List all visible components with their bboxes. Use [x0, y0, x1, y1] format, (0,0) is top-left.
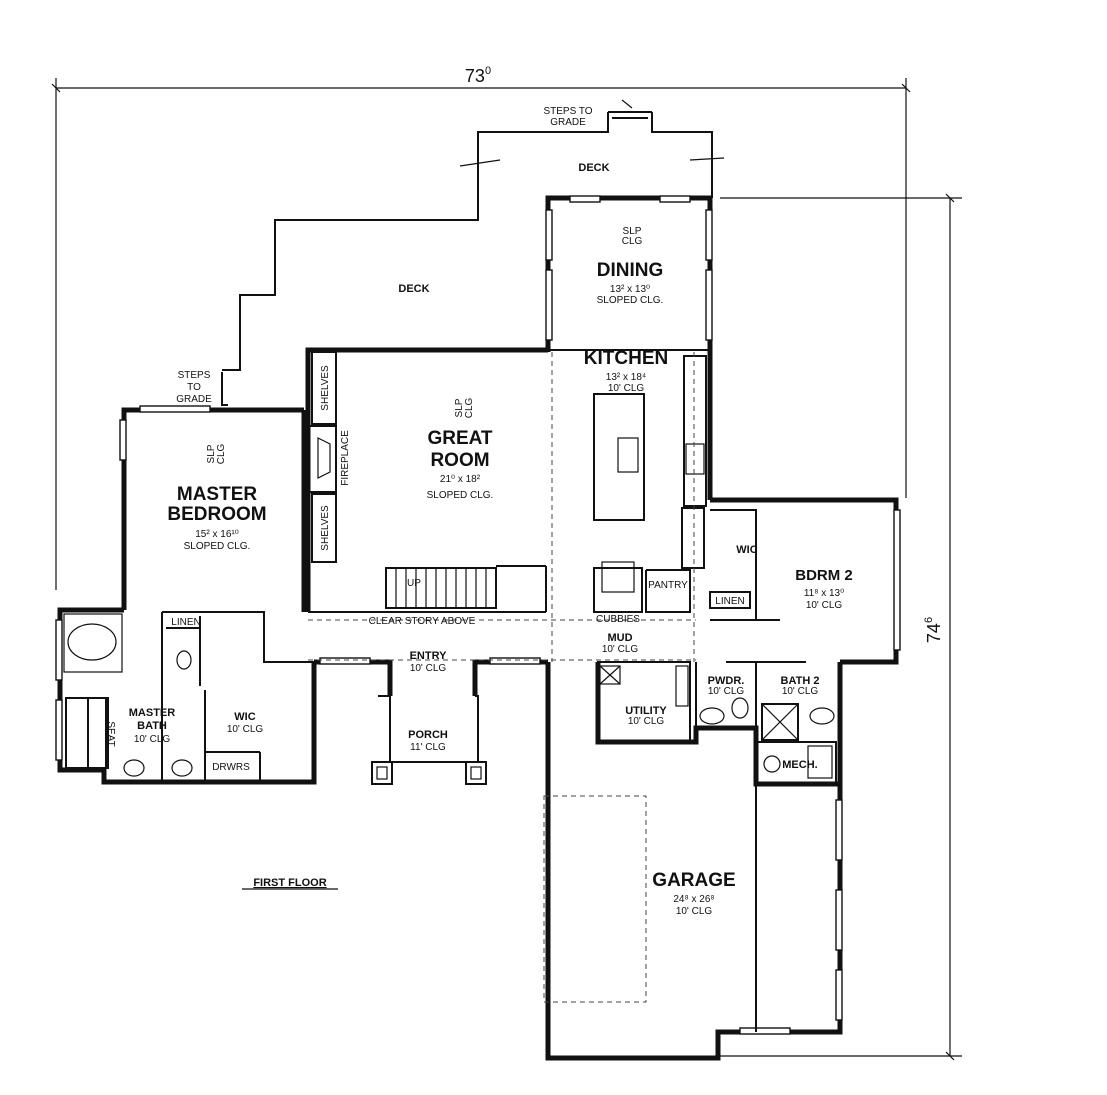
- great-room-clg: CLG: [464, 397, 475, 418]
- pantry-label: PANTRY: [648, 580, 688, 591]
- great-room-slp: SLP: [454, 398, 465, 417]
- deck-lower-label: DECK: [398, 283, 429, 295]
- mech-name: MECH.: [782, 759, 817, 771]
- wic-master-name: WIC: [234, 711, 255, 723]
- kitchen-size: 13² x 18⁴: [606, 372, 646, 383]
- dimension-width: 730: [51, 65, 911, 590]
- depth-sup: 6: [923, 617, 935, 623]
- steps-left-line3: GRADE: [176, 394, 212, 405]
- stair-up-label: UP: [407, 578, 421, 589]
- clear-story-label: CLEAR STORY ABOVE: [369, 616, 476, 627]
- porch-note: 11' CLG: [410, 742, 446, 753]
- bdrm2-note: 10' CLG: [806, 600, 843, 611]
- utility-name: UTILITY: [625, 705, 667, 717]
- wic-master-note: 10' CLG: [227, 724, 264, 735]
- deck-outline: [221, 99, 725, 406]
- bdrm2-size: 11⁸ x 13⁰: [804, 588, 844, 599]
- pwdr-name: PWDR.: [708, 675, 745, 687]
- shelves-top: SHELVES: [320, 365, 331, 411]
- garage-size: 24⁸ x 26⁸: [673, 894, 714, 905]
- bath2-note: 10' CLG: [782, 686, 819, 697]
- master-bath-name-1: MASTER: [129, 707, 176, 719]
- steps-left-line2: TO: [187, 382, 201, 393]
- master-bedroom-name-1: MASTER: [177, 484, 258, 505]
- bath2-name: BATH 2: [781, 675, 820, 687]
- dining-slp: SLP: [623, 226, 642, 237]
- steps-top-line2: GRADE: [550, 117, 586, 128]
- master-bedroom-note: SLOPED CLG.: [184, 541, 251, 552]
- porch-name: PORCH: [408, 729, 448, 741]
- great-room-note: SLOPED CLG.: [427, 490, 494, 501]
- floor-label: FIRST FLOOR: [253, 877, 326, 889]
- dining-note: SLOPED CLG.: [597, 295, 664, 306]
- pwdr-note: 10' CLG: [708, 686, 745, 697]
- wic-bdrm2-label: WIC: [736, 544, 757, 556]
- labels: DECK DECK STEPS TO GRADE STEPS TO GRADE …: [105, 106, 853, 917]
- fireplace-label: FIREPLACE: [340, 430, 351, 486]
- shelves-bottom: SHELVES: [320, 505, 331, 551]
- dining-size: 13² x 13⁰: [610, 284, 650, 295]
- garage-note: 10' CLG: [676, 906, 713, 917]
- stair-treads: [395, 568, 487, 608]
- great-room-name-1: GREAT: [427, 428, 492, 449]
- svg-text:746: 746: [923, 617, 944, 643]
- windows: [55, 195, 901, 1035]
- seat-label: SEAT: [105, 721, 116, 746]
- deck-upper-label: DECK: [578, 162, 609, 174]
- linen-bdrm2-label: LINEN: [715, 596, 744, 607]
- bdrm2-name: BDRM 2: [795, 567, 853, 584]
- kitchen-name: KITCHEN: [584, 348, 668, 369]
- master-bedroom-size: 15² x 16¹⁰: [195, 529, 238, 540]
- dimension-depth: 746: [720, 193, 962, 1061]
- linen-master-label: LINEN: [171, 617, 200, 628]
- depth-value: 74: [924, 623, 944, 643]
- great-room-size: 21⁰ x 18²: [440, 474, 481, 485]
- dining-clg: CLG: [622, 236, 643, 247]
- master-bedroom-slp: SLP: [206, 444, 217, 463]
- open-lines: [308, 352, 696, 662]
- master-bedroom-clg: CLG: [216, 443, 227, 464]
- cubbies-label: CUBBIES: [596, 614, 640, 625]
- width-value: 73: [465, 66, 485, 86]
- great-room-name-2: ROOM: [430, 450, 489, 471]
- kitchen-note: 10' CLG: [608, 383, 645, 394]
- steps-left-line1: STEPS: [178, 370, 211, 381]
- entry-name: ENTRY: [410, 650, 448, 662]
- utility-note: 10' CLG: [628, 716, 665, 727]
- drwrs-label: DRWRS: [212, 762, 250, 773]
- master-bath-name-2: BATH: [137, 720, 167, 732]
- width-sup: 0: [485, 65, 491, 77]
- mud-note: 10' CLG: [602, 644, 639, 655]
- master-bath-note: 10' CLG: [134, 734, 171, 745]
- mud-name: MUD: [607, 632, 632, 644]
- garage-name: GARAGE: [652, 870, 735, 891]
- svg-text:730: 730: [465, 65, 491, 86]
- steps-top-line1: STEPS TO: [543, 106, 592, 117]
- entry-note: 10' CLG: [410, 663, 447, 674]
- master-bedroom-name-2: BEDROOM: [167, 504, 266, 525]
- dining-name: DINING: [597, 260, 664, 281]
- interior-walls: [63, 349, 837, 1032]
